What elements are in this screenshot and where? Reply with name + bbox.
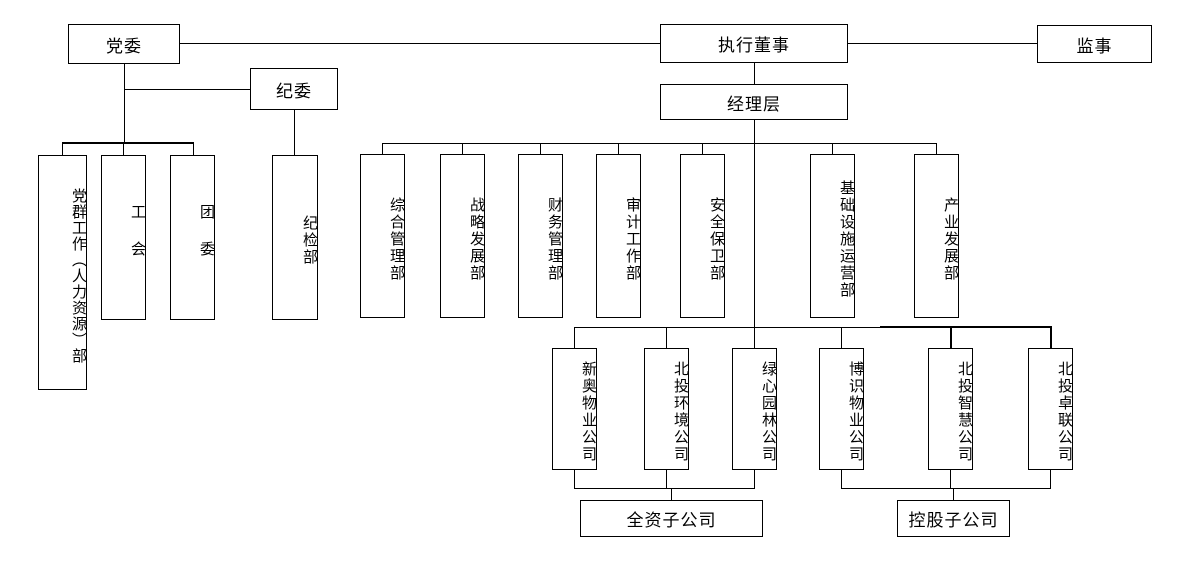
node-subsidiary-5[interactable]: 北投卓联公司: [1028, 348, 1074, 470]
drop-subsidiary-4: [950, 326, 952, 348]
drop-department-5: [832, 143, 833, 155]
riser-holding-0: [841, 470, 842, 488]
riser-wholly-0: [574, 470, 575, 488]
link-party-to-discipline: [124, 89, 250, 90]
link-director-to-manager: [754, 62, 755, 84]
node-department-0[interactable]: 综合管理部: [360, 154, 406, 318]
node-party-unit-2[interactable]: 团委: [170, 155, 216, 320]
drop-party-unit-1: [123, 142, 124, 155]
drop-party-unit-2: [193, 142, 194, 155]
link-party-to-director: [180, 43, 660, 44]
drop-department-1: [462, 143, 463, 155]
node-party-unit-1[interactable]: 工会: [101, 155, 147, 320]
link-director-to-supervisor: [848, 43, 1037, 44]
node-department-5[interactable]: 基础设施运营部: [810, 154, 856, 318]
node-department-1[interactable]: 战略发展部: [440, 154, 486, 318]
link-manager-spine: [754, 120, 755, 327]
node-department-3[interactable]: 审计工作部: [596, 154, 642, 318]
drop-department-3: [618, 143, 619, 155]
drop-department-6: [936, 143, 937, 155]
node-discipline-committee[interactable]: 纪委: [250, 68, 338, 110]
bus-party-units: [62, 142, 194, 144]
node-supervisor[interactable]: 监事: [1037, 25, 1152, 63]
riser-wholly-1: [666, 470, 667, 488]
node-subsidiary-0[interactable]: 新奥物业公司: [552, 348, 598, 470]
drop-department-2: [540, 143, 541, 155]
node-group-holding[interactable]: 控股子公司: [897, 500, 1010, 537]
drop-department-4: [702, 143, 703, 155]
node-party-unit-0[interactable]: 党群工作（人力资源）部: [38, 155, 88, 390]
bus-holding: [841, 488, 1051, 489]
drop-department-0: [382, 143, 383, 155]
drop-party-unit-0: [62, 142, 63, 155]
drop-subsidiary-1: [666, 327, 667, 348]
drop-subsidiary-0: [574, 327, 575, 348]
node-department-6[interactable]: 产业发展部: [914, 154, 960, 318]
bus-departments: [382, 143, 936, 144]
link-discipline-to-jijianbu: [294, 110, 295, 155]
node-department-2[interactable]: 财务管理部: [518, 154, 564, 318]
node-subsidiary-3[interactable]: 博识物业公司: [819, 348, 865, 470]
node-party-committee[interactable]: 党委: [68, 24, 180, 64]
node-manager-level[interactable]: 经理层: [660, 84, 848, 120]
node-discipline-unit-0[interactable]: 纪检部: [272, 155, 319, 320]
bus-subsidiaries-right: [880, 326, 1052, 328]
drop-subsidiary-2: [754, 327, 755, 348]
node-subsidiary-1[interactable]: 北投环境公司: [644, 348, 690, 470]
node-subsidiary-4[interactable]: 北投智慧公司: [928, 348, 974, 470]
riser-holding-1: [950, 470, 951, 488]
link-wholly-owned-label: [671, 488, 672, 500]
bus-subsidiaries-left: [574, 327, 882, 328]
drop-subsidiary-5: [1050, 326, 1052, 348]
riser-wholly-2: [754, 470, 755, 488]
link-party-stem: [124, 64, 125, 143]
node-executive-director[interactable]: 执行董事: [660, 24, 848, 63]
node-department-4[interactable]: 安全保卫部: [680, 154, 726, 318]
node-group-wholly-owned[interactable]: 全资子公司: [580, 500, 763, 537]
drop-subsidiary-3: [841, 327, 842, 348]
link-holding-label: [953, 488, 954, 500]
bus-wholly-owned: [574, 488, 755, 489]
node-subsidiary-2[interactable]: 绿心园林公司: [732, 348, 778, 470]
riser-holding-2: [1050, 470, 1051, 488]
